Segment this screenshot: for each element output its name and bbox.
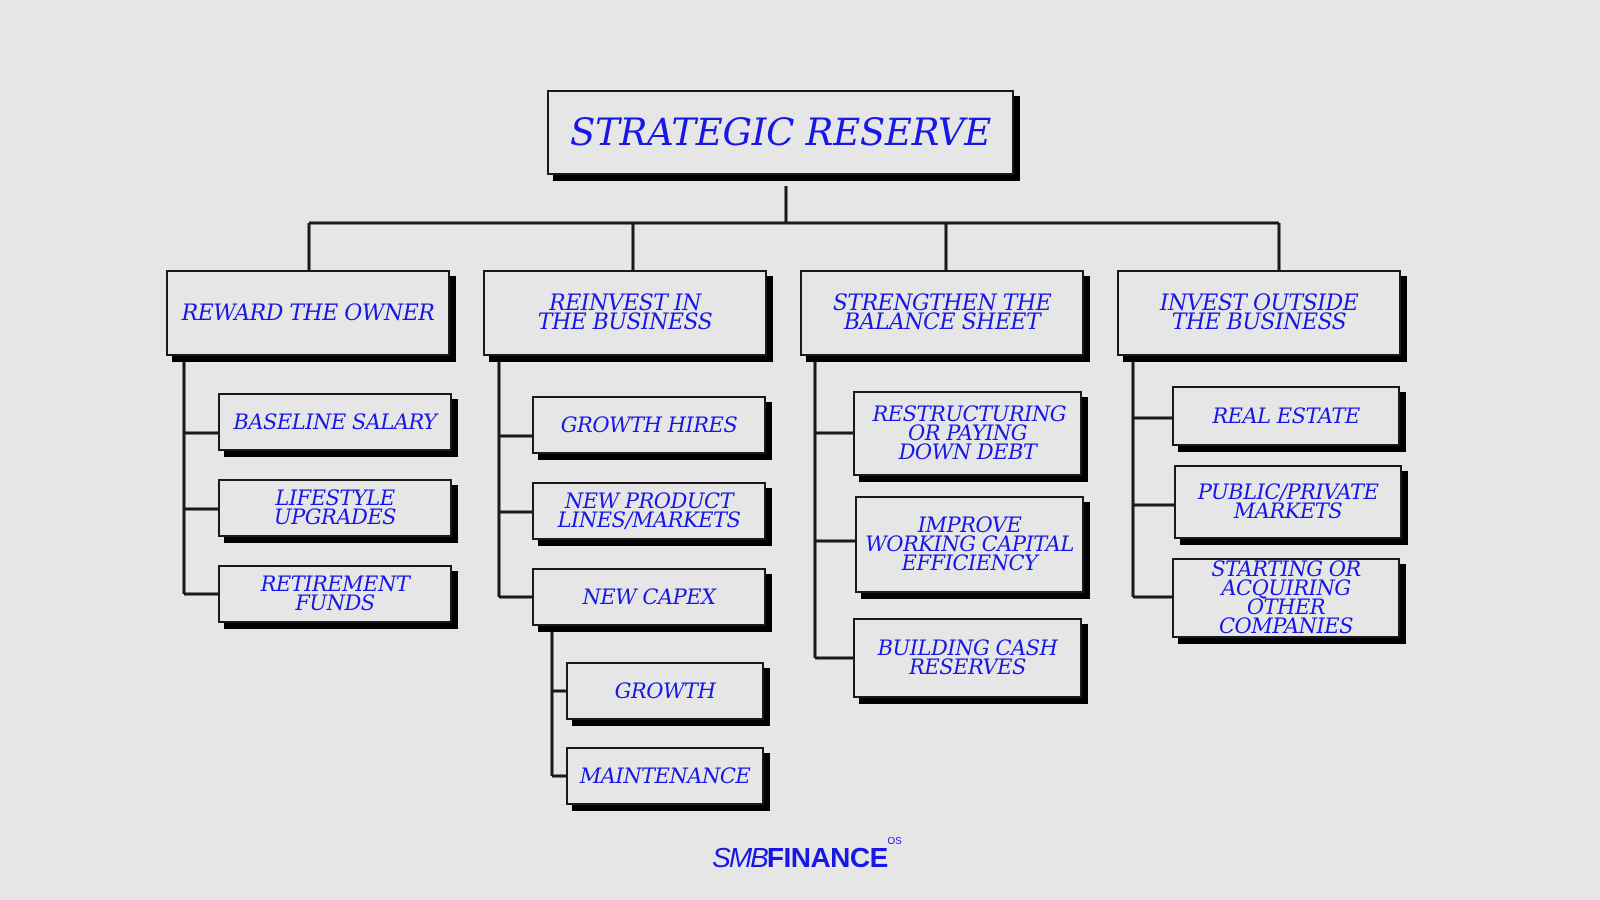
leaf-label: BUILDING CASH RESERVES: [877, 636, 1058, 679]
leaf-label: NEW PRODUCT LINES/MARKETS: [557, 489, 741, 532]
category-reinvest-in-the-business: REINVEST IN THE BUSINESS: [483, 270, 767, 356]
leaf-starting-acquiring-companies: STARTING OR ACQUIRING OTHER COMPANIES: [1172, 558, 1400, 638]
leaf-public-private-markets: PUBLIC/PRIVATE MARKETS: [1174, 465, 1402, 539]
category-label: REINVEST IN THE BUSINESS: [537, 291, 713, 335]
leaf-capex-maintenance: MAINTENANCE: [566, 747, 764, 805]
leaf-capex-growth: GROWTH: [566, 662, 764, 720]
leaf-label: PUBLIC/PRIVATE MARKETS: [1197, 480, 1379, 523]
leaf-retirement-funds: RETIREMENT FUNDS: [218, 565, 452, 623]
logo-superscript: OS: [887, 836, 902, 847]
category-strengthen-the-balance-sheet: STRENGTHEN THE BALANCE SHEET: [800, 270, 1084, 356]
leaf-baseline-salary: BASELINE SALARY: [218, 393, 452, 451]
logo-part-smb: SMB: [712, 842, 769, 873]
leaf-label: NEW CAPEX: [582, 584, 716, 609]
leaf-label: IMPROVE WORKING CAPITAL EFFICIENCY: [865, 513, 1074, 575]
category-invest-outside-the-business: INVEST OUTSIDE THE BUSINESS: [1117, 270, 1401, 356]
leaf-restructuring-debt: RESTRUCTURING OR PAYING DOWN DEBT: [853, 391, 1082, 476]
leaf-label: LIFESTYLE UPGRADES: [273, 486, 397, 529]
leaf-working-capital: IMPROVE WORKING CAPITAL EFFICIENCY: [855, 496, 1084, 593]
leaf-new-product-lines-markets: NEW PRODUCT LINES/MARKETS: [532, 482, 766, 540]
category-label: INVEST OUTSIDE THE BUSINESS: [1159, 291, 1359, 335]
logo-part-finance: FINANCE: [766, 842, 888, 873]
leaf-label: REAL ESTATE: [1212, 403, 1360, 428]
leaf-building-cash-reserves: BUILDING CASH RESERVES: [853, 618, 1082, 698]
leaf-label: RESTRUCTURING OR PAYING DOWN DEBT: [872, 402, 1067, 464]
category-reward-the-owner: REWARD THE OWNER: [166, 270, 450, 356]
root-node: STRATEGIC RESERVE: [547, 90, 1014, 175]
leaf-label: STARTING OR ACQUIRING OTHER COMPANIES: [1211, 557, 1361, 638]
leaf-lifestyle-upgrades: LIFESTYLE UPGRADES: [218, 479, 452, 537]
category-label: STRENGTHEN THE BALANCE SHEET: [832, 291, 1052, 335]
leaf-label: BASELINE SALARY: [233, 409, 437, 434]
leaf-label: MAINTENANCE: [579, 763, 751, 788]
root-label: STRATEGIC RESERVE: [570, 111, 991, 154]
category-label: REWARD THE OWNER: [181, 300, 435, 326]
leaf-growth-hires: GROWTH HIRES: [532, 396, 766, 454]
leaf-real-estate: REAL ESTATE: [1172, 386, 1400, 446]
leaf-label: GROWTH HIRES: [560, 412, 738, 437]
leaf-new-capex: NEW CAPEX: [532, 568, 766, 626]
leaf-label: GROWTH: [614, 678, 716, 703]
leaf-label: RETIREMENT FUNDS: [260, 572, 410, 615]
